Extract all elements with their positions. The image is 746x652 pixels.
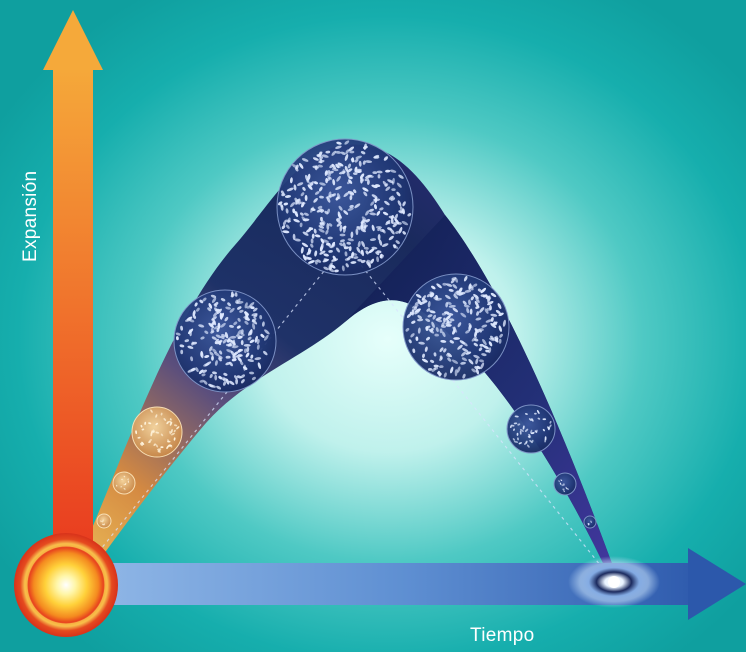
big-bang-icon bbox=[14, 533, 118, 637]
big-crunch-icon bbox=[568, 556, 660, 608]
galaxy-sphere-icon bbox=[583, 515, 597, 529]
expansion-arrow bbox=[43, 10, 103, 576]
galaxy-sphere-icon bbox=[112, 471, 136, 495]
x-axis-label: Tiempo bbox=[470, 625, 534, 646]
galaxy-sphere-icon bbox=[402, 273, 510, 381]
galaxy-sphere-icon bbox=[276, 138, 414, 276]
galaxy-sphere-icon bbox=[506, 404, 556, 454]
galaxy-sphere-icon bbox=[173, 289, 277, 393]
galaxy-sphere-icon bbox=[553, 472, 577, 496]
y-axis-label: Expansión bbox=[20, 171, 41, 262]
galaxy-spheres bbox=[96, 138, 597, 529]
galaxy-sphere-icon bbox=[96, 513, 112, 529]
galaxy-sphere-icon bbox=[131, 406, 183, 458]
